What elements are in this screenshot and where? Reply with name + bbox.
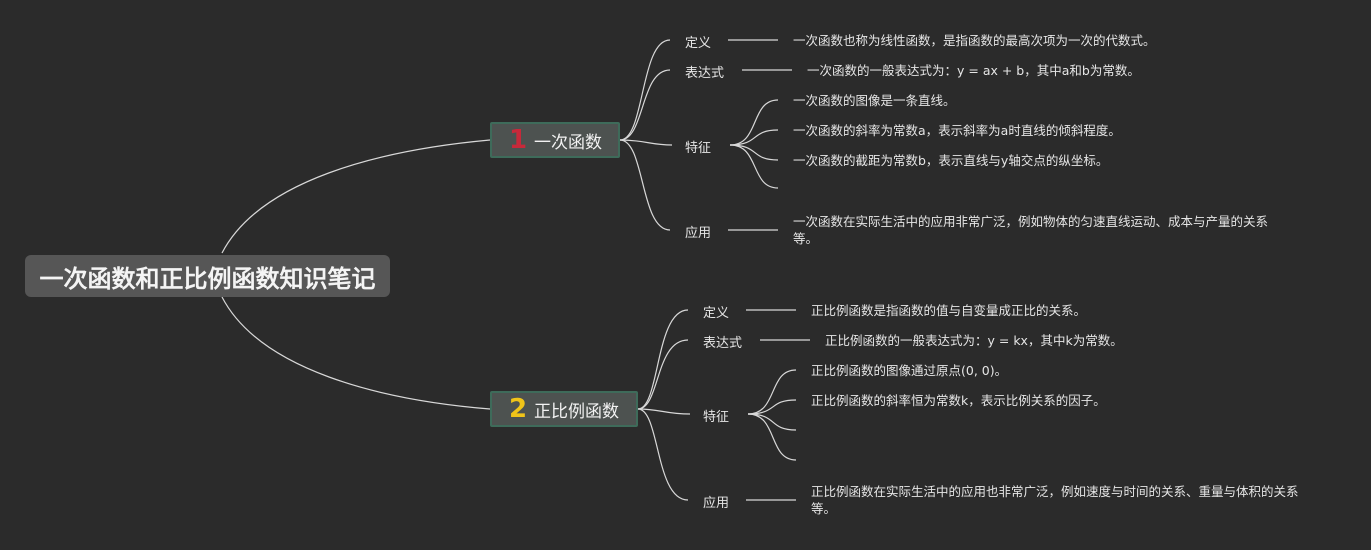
topic-title: 正比例函数	[534, 401, 619, 422]
note-text[interactable]: 正比例函数的图像通过原点(0, 0)。	[811, 363, 1008, 378]
subtopic-features[interactable]: 特征	[703, 410, 730, 425]
note-text[interactable]: 一次函数的一般表达式为：y = ax + b，其中a和b为常数。	[807, 63, 1140, 78]
root-to-topic-2-line	[221, 296, 491, 410]
root-title: 一次函数和正比例函数知识笔记	[39, 264, 376, 293]
subtopic-expression[interactable]: 表达式	[685, 66, 725, 81]
priority-2-badge: 2	[508, 394, 528, 424]
note-text[interactable]: 一次函数的斜率为常数a，表示斜率为a时直线的倾斜程度。	[793, 123, 1121, 138]
note-text[interactable]: 正比例函数是指函数的值与自变量成正比的关系。	[811, 303, 1087, 318]
topic-linear-function[interactable]: 1 一次函数	[490, 122, 620, 158]
note-text[interactable]: 一次函数也称为线性函数，是指函数的最高次项为一次的代数式。	[793, 33, 1156, 48]
subtopic-application[interactable]: 应用	[703, 496, 730, 511]
subtopic-expression[interactable]: 表达式	[703, 336, 743, 351]
priority-1-badge: 1	[508, 125, 528, 155]
subtopic-definition[interactable]: 定义	[685, 36, 712, 51]
subtopic-features[interactable]: 特征	[685, 141, 712, 156]
subtopic-application[interactable]: 应用	[685, 226, 712, 241]
note-text[interactable]: 一次函数在实际生活中的应用非常广泛，例如物体的匀速直线运动、成本与产量的关系等。	[793, 214, 1269, 246]
note-text[interactable]: 正比例函数的斜率恒为常数k，表示比例关系的因子。	[811, 393, 1106, 408]
note-text[interactable]: 一次函数的截距为常数b，表示直线与y轴交点的纵坐标。	[793, 153, 1109, 168]
root-to-topic-1-line	[221, 139, 491, 254]
note-text[interactable]: 正比例函数在实际生活中的应用也非常广泛，例如速度与时间的关系、重量与体积的关系等…	[811, 484, 1299, 516]
topic-proportional-function[interactable]: 2 正比例函数	[490, 391, 638, 427]
root-topic[interactable]: 一次函数和正比例函数知识笔记	[25, 255, 390, 297]
note-text[interactable]: 一次函数的图像是一条直线。	[793, 93, 956, 108]
subtopic-definition[interactable]: 定义	[703, 306, 730, 321]
note-text[interactable]: 正比例函数的一般表达式为：y = kx，其中k为常数。	[825, 333, 1123, 348]
topic-title: 一次函数	[534, 132, 602, 153]
